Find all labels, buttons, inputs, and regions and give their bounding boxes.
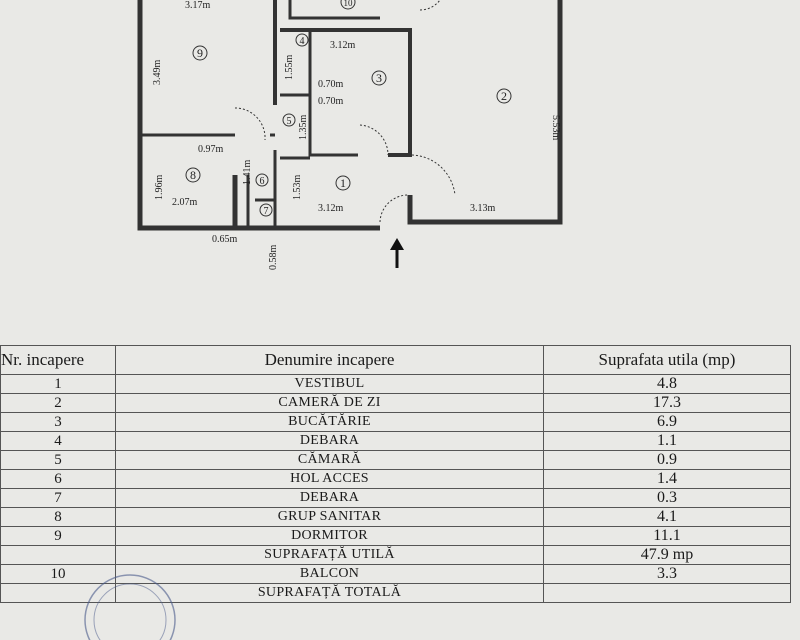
dim-313: 3.13m (470, 203, 496, 214)
row-area: 11.1 (543, 526, 791, 546)
dim-left-height: 3.49m (152, 60, 163, 86)
dim-155: 1.55m (284, 55, 295, 81)
row-name: DORMITOR (115, 526, 544, 546)
room-number-8: 8 (190, 168, 196, 182)
room-number-1: 1 (340, 176, 346, 190)
row-name: DEBARA (115, 488, 544, 508)
header-area: Suprafata utila (mp) (543, 345, 791, 375)
row-area: 17.3 (543, 393, 791, 413)
room-number-6: 6 (260, 176, 265, 187)
row-area: 0.3 (543, 488, 791, 508)
dim-153: 1.53m (292, 175, 303, 201)
row-area: 6.9 (543, 412, 791, 432)
row-nr: 1 (0, 374, 116, 394)
header-name: Denumire incapere (115, 345, 544, 375)
dim-135: 1.35m (298, 115, 309, 141)
row-name: GRUP SANITAR (115, 507, 544, 527)
header-nr: Nr. incapere (0, 345, 116, 375)
row-area: 1.1 (543, 431, 791, 451)
dim-196: 1.96m (154, 175, 165, 201)
row-area: 47.9 mp (543, 545, 791, 565)
room-number-10: 10 (344, 0, 354, 8)
floor-plan: 3.17m 3.49m 3.12m 1.55m 0.70m 0.70m 1.35… (137, 0, 563, 271)
row-name: HOL ACCES (115, 469, 544, 489)
row-nr: 4 (0, 431, 116, 451)
room-number-3: 3 (376, 71, 382, 85)
dim-207: 2.07m (172, 197, 198, 208)
rooms-table-wrapper: Nr. incapere Denumire incapere Suprafata… (0, 345, 800, 603)
row-area: 1.4 (543, 469, 791, 489)
dim-097: 0.97m (198, 144, 224, 155)
row-area: 0.9 (543, 450, 791, 470)
row-area: 4.8 (543, 374, 791, 394)
dim-058: 0.58m (268, 245, 279, 271)
dim-070b: 0.70m (318, 96, 344, 107)
floor-plan-drawing: 3.17m 3.49m 3.12m 1.55m 0.70m 0.70m 1.35… (137, 0, 563, 271)
row-area: 4.1 (543, 507, 791, 527)
row-name: VESTIBUL (115, 374, 544, 394)
entrance-arrow-icon (390, 238, 404, 268)
row-name: BUCĂTĂRIE (115, 412, 544, 432)
dim-065: 0.65m (212, 234, 238, 245)
row-nr: 7 (0, 488, 116, 508)
rooms-table: Nr. incapere Denumire incapere Suprafata… (0, 345, 791, 603)
row-name: DEBARA (115, 431, 544, 451)
row-nr: 5 (0, 450, 116, 470)
dim-070a: 0.70m (318, 79, 344, 90)
room-number-9: 9 (197, 46, 203, 60)
table-header-row: Nr. incapere Denumire incapere Suprafata… (0, 345, 791, 375)
row-area: 3.3 (543, 564, 791, 584)
row-nr: 6 (0, 469, 116, 489)
room-number-5: 5 (287, 116, 292, 127)
dim-top-left: 3.17m (185, 0, 211, 11)
row-name: CĂMARĂ (115, 450, 544, 470)
row-nr: 2 (0, 393, 116, 413)
row-nr: 3 (0, 412, 116, 432)
row-nr: 9 (0, 526, 116, 546)
room-number-4: 4 (300, 36, 305, 47)
dim-312b: 3.12m (318, 203, 344, 214)
dim-141: 1.41m (242, 160, 253, 186)
dim-kitchen-width: 3.12m (330, 40, 356, 51)
room-number-7: 7 (264, 206, 269, 217)
dim-553: 5.53m (550, 115, 561, 141)
room-number-2: 2 (501, 89, 507, 103)
stamp-seal (84, 574, 176, 640)
row-name: CAMERĂ DE ZI (115, 393, 544, 413)
row-nr: 8 (0, 507, 116, 527)
